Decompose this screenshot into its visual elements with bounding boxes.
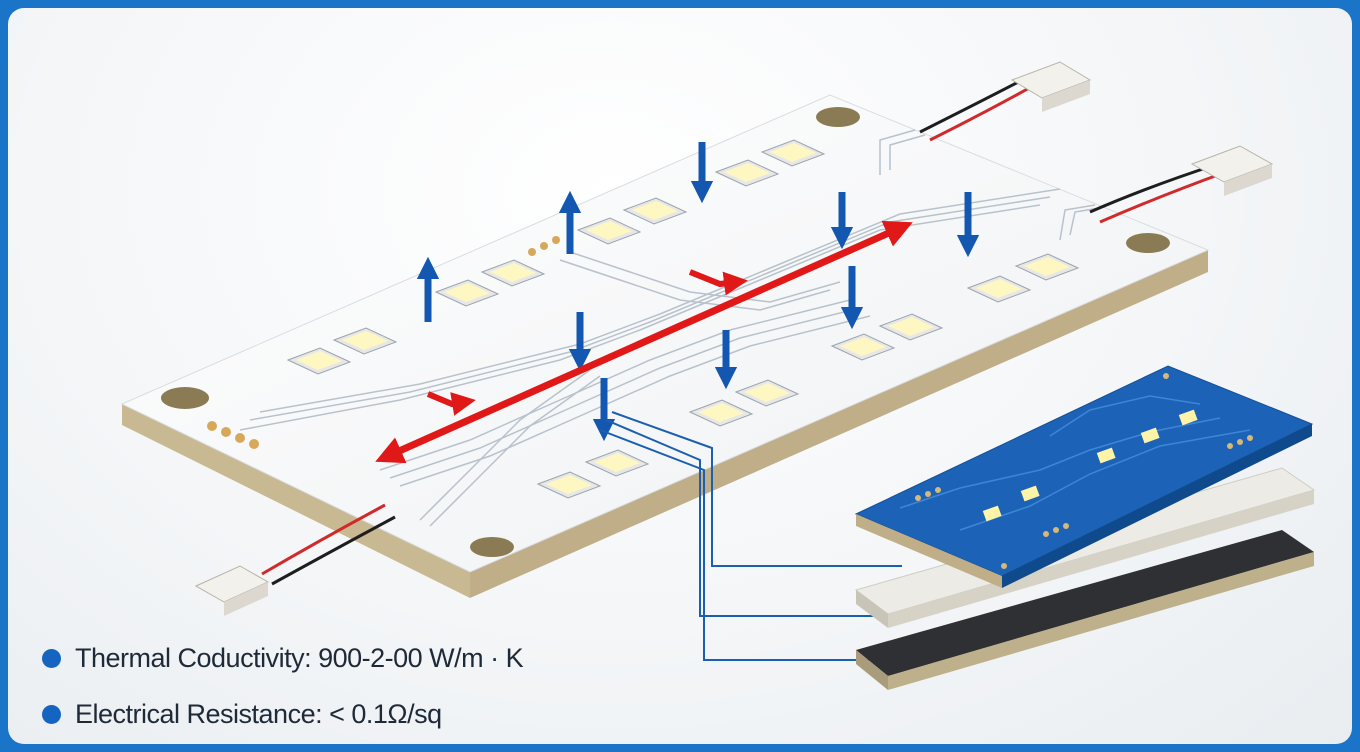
spec-legend: Thermal Coductivity: 900-2-00 W/m · K El… — [42, 630, 524, 742]
wire-connector-icon — [194, 565, 270, 616]
led-chip-icon — [1140, 427, 1160, 444]
bullet-icon — [42, 648, 61, 668]
solder-pad — [528, 248, 536, 256]
wire-connector-icon — [1190, 145, 1274, 196]
heat-spread-arrow — [426, 391, 476, 416]
wire-black — [271, 515, 396, 586]
led-chip-icon — [1014, 253, 1080, 281]
heat-spread-arrow — [375, 220, 913, 464]
led-chip-icon — [1020, 485, 1040, 502]
wire-black — [919, 74, 1031, 134]
legend-text: Thermal Coductivity: 900-2-00 W/m · K — [75, 642, 524, 673]
leader-lines — [599, 411, 902, 661]
layer-blue-pcb — [854, 365, 1314, 588]
led-chip-icon — [982, 505, 1002, 522]
layer-stack — [854, 365, 1316, 690]
solder-pad — [235, 433, 245, 443]
layer-metal-base — [856, 530, 1314, 690]
diagram-frame: Thermal Coductivity: 900-2-00 W/m · K El… — [8, 8, 1352, 744]
solder-pad — [221, 427, 231, 437]
mount-hole — [1126, 233, 1170, 253]
wire-black — [1089, 162, 1219, 214]
led-chip-icon — [1096, 447, 1116, 464]
mount-hole — [470, 537, 514, 557]
spread-arrows — [375, 220, 913, 464]
legend-text: Electrical Resistance: < 0.1Ω/sq — [75, 698, 442, 729]
led-chip-icon — [966, 275, 1032, 303]
leader-line-pcb — [611, 411, 902, 567]
led-chip-icon — [286, 347, 352, 375]
led-chip-icon — [622, 197, 688, 225]
legend-item-thermal: Thermal Coductivity: 900-2-00 W/m · K — [42, 630, 524, 686]
solder-pad — [207, 421, 217, 431]
solder-pad — [249, 439, 259, 449]
mount-hole — [161, 387, 209, 409]
bullet-icon — [42, 704, 61, 724]
led-chip-icon — [536, 471, 602, 499]
leader-line-thermal — [605, 419, 902, 617]
wire-red — [1099, 170, 1227, 224]
heat-spread-arrow — [688, 269, 748, 296]
wire-red — [929, 80, 1041, 142]
leader-line-base — [599, 429, 902, 661]
led-chip-icon — [760, 139, 826, 167]
solder-pad — [540, 242, 548, 250]
solder-pad — [552, 236, 560, 244]
wire-connector-icon — [1010, 61, 1092, 112]
led-chip-icon — [1178, 409, 1198, 426]
legend-item-resistance: Electrical Resistance: < 0.1Ω/sq — [42, 686, 523, 742]
pcb-diagram — [120, 61, 1316, 690]
board-edge-front — [122, 404, 470, 598]
mount-hole — [816, 107, 860, 127]
led-chip-icon — [714, 159, 780, 187]
wire-red — [261, 503, 386, 576]
